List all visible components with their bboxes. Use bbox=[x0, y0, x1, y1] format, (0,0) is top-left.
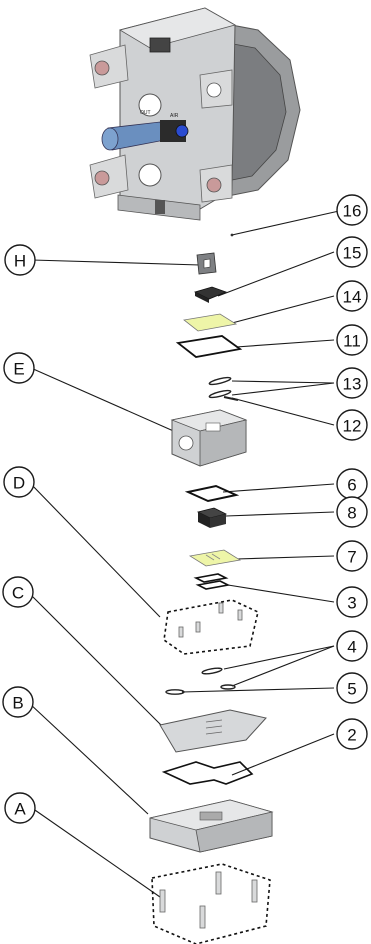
callout-5: 5 bbox=[336, 672, 368, 704]
svg-text:C: C bbox=[12, 584, 24, 603]
svg-text:11: 11 bbox=[343, 332, 361, 351]
part-4-oring-b bbox=[220, 684, 236, 690]
part-2-gasket bbox=[161, 761, 254, 785]
callouts: 16 15 14 11 13 12 6 8 7 3 4 5 2 H E D C … bbox=[2, 194, 368, 824]
svg-text:15: 15 bbox=[343, 244, 362, 263]
svg-text:6: 6 bbox=[347, 476, 356, 495]
part-a-screw-group bbox=[151, 863, 271, 944]
part-b-base bbox=[149, 799, 274, 853]
callout-b: B bbox=[2, 686, 34, 718]
callout-c: C bbox=[2, 576, 34, 608]
callout-4: 4 bbox=[336, 630, 368, 662]
part-5-oring bbox=[165, 689, 185, 695]
svg-text:E: E bbox=[13, 360, 24, 379]
svg-text:5: 5 bbox=[347, 680, 356, 699]
part-12-pin bbox=[223, 396, 239, 401]
callout-13: 13 bbox=[336, 367, 368, 399]
leader-lines bbox=[28, 210, 340, 898]
callout-6: 6 bbox=[336, 468, 368, 500]
svg-text:14: 14 bbox=[343, 288, 362, 307]
svg-text:7: 7 bbox=[347, 548, 356, 567]
callout-12: 12 bbox=[336, 409, 368, 441]
part-16-pin bbox=[230, 233, 234, 237]
callout-16: 16 bbox=[336, 194, 368, 226]
pump-body-assembly: OUT AIR bbox=[89, 7, 301, 221]
callout-8: 8 bbox=[336, 496, 368, 528]
callout-3: 3 bbox=[336, 586, 368, 618]
callout-d: D bbox=[3, 466, 35, 498]
part-c-plate bbox=[159, 709, 267, 753]
callout-a: A bbox=[4, 792, 36, 824]
callout-h: H bbox=[4, 244, 36, 276]
part-14-pad bbox=[183, 313, 238, 332]
air-port-label: AIR bbox=[170, 113, 179, 119]
parts bbox=[149, 233, 274, 944]
part-d-screw-group bbox=[163, 599, 259, 655]
callout-11: 11 bbox=[336, 324, 368, 356]
part-13-oring-a bbox=[208, 376, 232, 386]
svg-text:3: 3 bbox=[347, 594, 356, 613]
callout-14: 14 bbox=[336, 280, 368, 312]
part-3-clip bbox=[193, 573, 231, 590]
part-15-block bbox=[193, 286, 228, 300]
svg-text:D: D bbox=[13, 474, 25, 493]
svg-text:8: 8 bbox=[347, 504, 356, 523]
part-h-clip bbox=[196, 252, 217, 275]
callout-7: 7 bbox=[336, 540, 368, 572]
callout-2: 2 bbox=[336, 718, 368, 750]
svg-text:2: 2 bbox=[347, 726, 356, 745]
part-8-valve bbox=[196, 507, 228, 528]
out-port-label: OUT bbox=[140, 110, 151, 116]
svg-text:16: 16 bbox=[343, 202, 362, 221]
svg-text:4: 4 bbox=[347, 638, 356, 657]
part-4-oring-a bbox=[201, 667, 223, 675]
part-6-gasket bbox=[184, 484, 240, 503]
svg-text:13: 13 bbox=[343, 375, 362, 394]
callout-15: 15 bbox=[336, 236, 368, 268]
part-13-oring-b bbox=[208, 389, 232, 399]
svg-text:12: 12 bbox=[343, 417, 362, 436]
callout-e: E bbox=[3, 352, 35, 384]
part-e-valve-block bbox=[170, 409, 248, 467]
part-11-gasket bbox=[175, 335, 243, 358]
svg-text:A: A bbox=[14, 800, 26, 819]
part-7-plate bbox=[188, 549, 242, 567]
svg-text:H: H bbox=[14, 252, 26, 271]
svg-text:B: B bbox=[12, 694, 23, 713]
